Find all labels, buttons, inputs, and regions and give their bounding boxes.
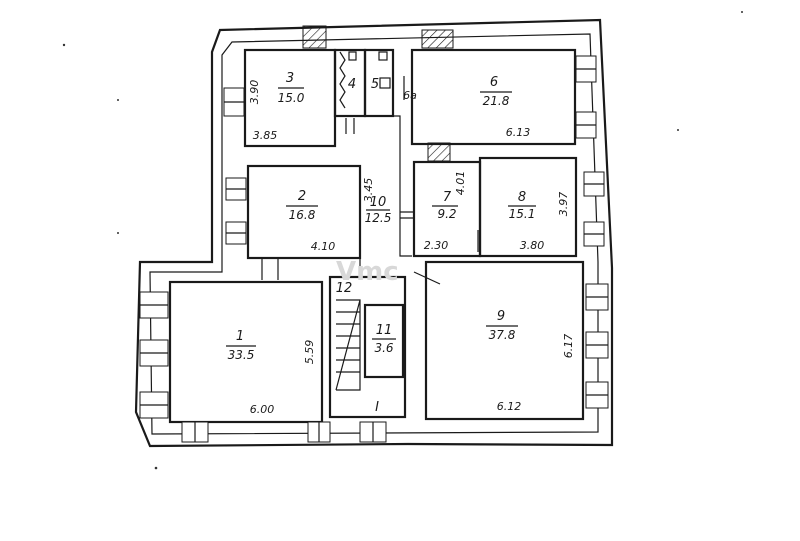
chimney (427, 142, 451, 162)
corridor-10 (359, 115, 412, 275)
room-area: 33.5 (228, 348, 255, 362)
watermark: Vmc (336, 257, 399, 287)
fixture-icon (348, 51, 357, 61)
scan-dot (62, 43, 66, 47)
room-dimension: 3.97 (557, 192, 570, 217)
room-8 (478, 156, 578, 258)
room-area: 21.8 (483, 94, 510, 108)
room-dimension: 6.12 (497, 400, 522, 413)
stair-flight (335, 299, 361, 391)
room-number: 10 (370, 195, 387, 210)
room-number: 11 (376, 323, 393, 338)
room-dimension: 3.80 (520, 239, 545, 252)
scan-dot (117, 232, 119, 234)
sink-icon (379, 77, 391, 89)
room-6 (410, 48, 577, 146)
room-area: 15.1 (509, 207, 536, 221)
room-dimension: 3.85 (253, 129, 278, 142)
scan-dot (677, 129, 679, 131)
room-area: 9.2 (437, 207, 456, 221)
door-marks (261, 76, 479, 285)
scan-dot (117, 99, 119, 101)
toilet-icon (378, 51, 388, 61)
room-number: 5 (371, 77, 379, 92)
room-dimension: 3.90 (248, 80, 261, 105)
chimney (302, 25, 327, 49)
room-1 (168, 280, 324, 424)
room-dimension: 4.10 (311, 240, 336, 253)
room-dimension: 4.01 (454, 171, 467, 196)
room-number: 8 (518, 190, 526, 205)
inner-outline (149, 33, 599, 435)
room-9 (424, 260, 585, 421)
room-number: 4 (348, 77, 356, 92)
room-number: 2 (298, 189, 306, 204)
scan-dot (741, 11, 743, 13)
windows-bottom (181, 421, 387, 443)
chimney (421, 29, 454, 49)
windows-right (575, 55, 609, 409)
stair-label: I (375, 400, 379, 415)
room-2 (246, 164, 362, 260)
room-11 (363, 303, 405, 379)
room-area: 15.0 (278, 91, 305, 105)
room-dimension: 6.13 (506, 126, 531, 139)
room-dimension: 6.17 (562, 334, 575, 359)
room-area: 12.5 (365, 211, 392, 225)
room-dimension: 6.00 (250, 403, 275, 416)
room-number: 3 (286, 71, 294, 86)
zigzag-partition (339, 51, 346, 109)
room-number: 12 (336, 281, 353, 296)
room-number: 6 (490, 75, 498, 90)
room-dimension: 3.45 (362, 178, 375, 203)
room-area: 3.6 (374, 341, 393, 355)
room-area: 16.8 (289, 208, 316, 222)
room-number: 9 (497, 309, 505, 324)
room-dimension: 6a (403, 89, 417, 102)
room-dimension: 5.59 (303, 340, 316, 365)
room-number: 7 (443, 190, 452, 205)
room-dimension: 2.30 (424, 239, 449, 252)
scan-dot (154, 466, 158, 470)
outer-wall (134, 18, 614, 448)
room-area: 37.8 (489, 328, 516, 342)
room-12 (328, 275, 407, 419)
room-number: 1 (236, 329, 244, 344)
windows-left (139, 87, 247, 419)
